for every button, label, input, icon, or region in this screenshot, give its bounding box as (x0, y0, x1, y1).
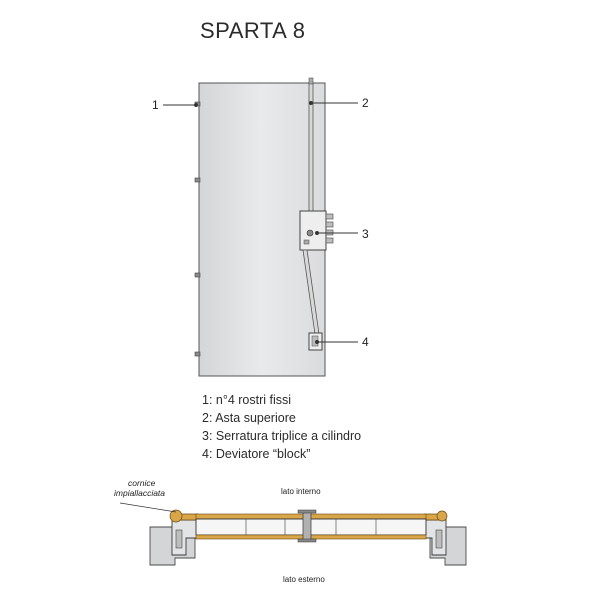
cornice-leader (119, 502, 177, 513)
upper-rod (308, 77, 314, 215)
fixed-bolt (194, 351, 201, 357)
callout-3: 3 (362, 227, 369, 241)
callout-2: 2 (362, 96, 369, 110)
legend: 1: n°4 rostri fissi 2: Asta superiore 3:… (202, 391, 361, 463)
wood-trim-left-round (169, 509, 183, 523)
callout-4: 4 (362, 335, 369, 349)
callout-1: 1 (152, 98, 159, 112)
fixed-bolt (194, 177, 201, 183)
legend-item-4: 4: Deviatore “block” (202, 447, 311, 461)
lock-body (299, 210, 334, 251)
legend-item-1: 1: n°4 rostri fissi (202, 393, 292, 407)
frame-note-line2: impiallacciata (114, 488, 165, 498)
legend-item-2: 2: Asta superiore (202, 411, 296, 425)
deviator-block (308, 332, 323, 351)
wood-trim-right-round (436, 510, 448, 522)
outer-side-label: lato esterno (283, 575, 325, 584)
inner-side-label: lato interno (281, 487, 321, 496)
legend-item-3: 3: Serratura triplice a cilindro (202, 429, 362, 443)
section-cylinder (302, 511, 312, 541)
diagram-title: SPARTA 8 (200, 18, 306, 43)
fixed-bolt (194, 272, 201, 278)
frame-right (423, 519, 447, 556)
frame-note-line1: cornice (128, 478, 156, 488)
cross-section (119, 502, 467, 566)
